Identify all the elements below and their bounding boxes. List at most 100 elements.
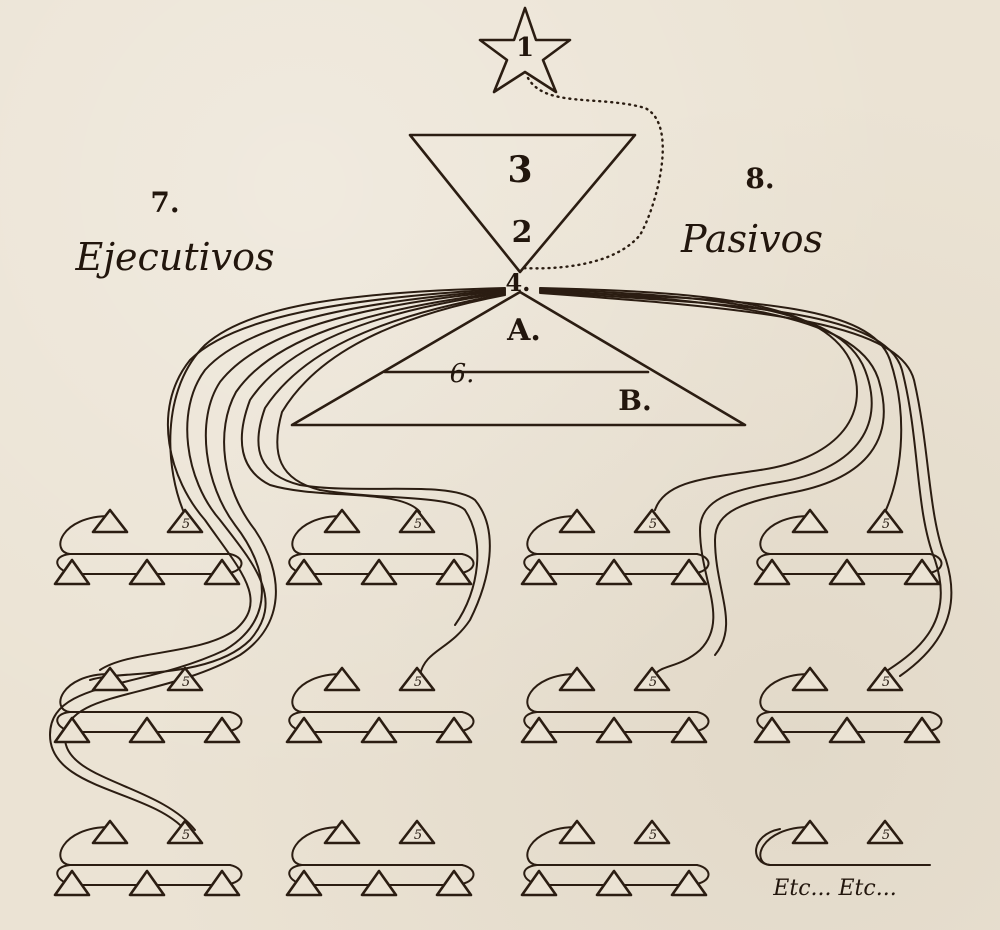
cluster-r3c2: 5	[285, 819, 475, 897]
cluster-triangle	[128, 869, 166, 897]
cluster-marker-triangle: 5	[166, 508, 204, 534]
cluster-triangle	[791, 666, 829, 692]
top-triangle-shape	[408, 133, 637, 274]
cluster-triangle	[360, 869, 398, 897]
star-label: 1	[516, 33, 534, 63]
cluster-loop-top	[59, 826, 231, 866]
cluster-triangle	[53, 869, 91, 897]
cluster-triangle	[828, 558, 866, 586]
cluster-marker-triangle: 5	[866, 666, 904, 692]
cluster-loop-top	[759, 826, 931, 866]
cluster-triangle	[91, 666, 129, 692]
cluster-loop-top	[526, 673, 698, 713]
cluster-triangle	[903, 558, 941, 586]
cluster-triangle	[203, 716, 241, 744]
lower-triangle: A. 6. B.	[290, 290, 747, 427]
cluster-triangle	[558, 819, 596, 845]
cluster-marker-label: 5	[649, 675, 657, 690]
cluster-triangle	[558, 508, 596, 534]
line-to-cluster-r2c4-b	[539, 292, 953, 677]
connection-lines	[49, 287, 953, 831]
cluster-loop-top	[59, 515, 231, 555]
cluster-triangle	[520, 716, 558, 744]
cluster-marker-label: 5	[182, 675, 190, 690]
star-shape	[478, 6, 572, 94]
right-heading-number: 8.	[745, 162, 774, 195]
cluster-loop-top	[291, 515, 463, 555]
cluster-loop-close	[755, 828, 781, 866]
cluster-marker-label: 5	[649, 828, 657, 843]
line-to-cluster-r2c2-b	[276, 294, 506, 626]
cluster-r2c1: 5	[53, 666, 243, 744]
cluster-triangle	[753, 558, 791, 586]
cluster-triangle	[903, 716, 941, 744]
line-to-cluster-r3c1-a	[49, 290, 506, 831]
cluster-triangle	[128, 558, 166, 586]
cluster-loop-top	[291, 673, 463, 713]
cluster-r1c2: 5	[285, 508, 475, 586]
cluster-triangle	[435, 716, 473, 744]
cluster-r3c4: 5	[755, 819, 931, 866]
cluster-triangle	[203, 558, 241, 586]
cluster-r2c4: 5	[753, 666, 943, 744]
cluster-marker-label: 5	[414, 517, 422, 532]
cluster-marker-label: 5	[882, 517, 890, 532]
cluster-marker-label: 5	[182, 517, 190, 532]
star-node: 1	[478, 6, 572, 94]
cluster-marker-label: 5	[414, 828, 422, 843]
cluster-loop-top	[759, 673, 931, 713]
cluster-marker-label: 5	[182, 828, 190, 843]
cluster-loop-top	[526, 826, 698, 866]
line-to-cluster-r1c4	[539, 290, 903, 513]
cluster-triangle	[791, 819, 829, 845]
cluster-triangle	[670, 558, 708, 586]
cluster-triangle	[285, 716, 323, 744]
line-to-cluster-r2c2-a	[257, 293, 506, 676]
cluster-triangle	[828, 716, 866, 744]
cluster-marker-label: 5	[882, 675, 890, 690]
top-triangle: 3 2	[408, 133, 637, 274]
cluster-triangle	[360, 716, 398, 744]
cluster-triangle	[360, 558, 398, 586]
cluster-marker-triangle: 5	[633, 508, 671, 534]
right-heading-word: Pasivos	[680, 217, 823, 261]
cluster-triangle	[323, 666, 361, 692]
lower-triangle-line-label: 6.	[450, 359, 475, 389]
cluster-marker-triangle: 5	[866, 819, 904, 845]
line-to-cluster-r2c3-a	[539, 288, 873, 676]
cluster-triangle	[753, 716, 791, 744]
left-heading-word: Ejecutivos	[74, 235, 274, 279]
cluster-r3c1: 5	[53, 819, 243, 897]
cluster-triangle	[595, 869, 633, 897]
cluster-triangle	[203, 869, 241, 897]
cluster-triangle	[791, 508, 829, 534]
cluster-r3c3: 5	[520, 819, 710, 897]
cluster-marker-triangle: 5	[166, 666, 204, 692]
cluster-loop-top	[291, 826, 463, 866]
cluster-marker-triangle: 5	[166, 819, 204, 845]
cluster-marker-triangle: 5	[398, 666, 436, 692]
cluster-r1c3: 5	[520, 508, 710, 586]
line-to-cluster-r2c1-b	[89, 289, 506, 681]
line-to-cluster-r2c4-a	[539, 291, 942, 673]
cluster-marker-triangle: 5	[866, 508, 904, 534]
cluster-triangle	[435, 869, 473, 897]
cluster-marker-label: 5	[414, 675, 422, 690]
cluster-marker-triangle: 5	[398, 508, 436, 534]
line-to-cluster-r1c2	[240, 292, 506, 513]
cluster-marker-triangle: 5	[633, 666, 671, 692]
cluster-r2c3: 5	[520, 666, 710, 744]
cluster-r1c4: 5	[753, 508, 943, 586]
cluster-r1c1: 5	[53, 508, 243, 586]
cluster-triangle	[520, 558, 558, 586]
left-heading-number: 7.	[150, 186, 179, 219]
cluster-marker-label: 5	[649, 517, 657, 532]
cluster-triangle	[53, 716, 91, 744]
cluster-loop-top	[759, 515, 931, 555]
cluster-triangle	[595, 558, 633, 586]
cluster-triangle	[670, 869, 708, 897]
line-to-cluster-r2c1-a	[99, 288, 506, 671]
cluster-triangle	[285, 869, 323, 897]
